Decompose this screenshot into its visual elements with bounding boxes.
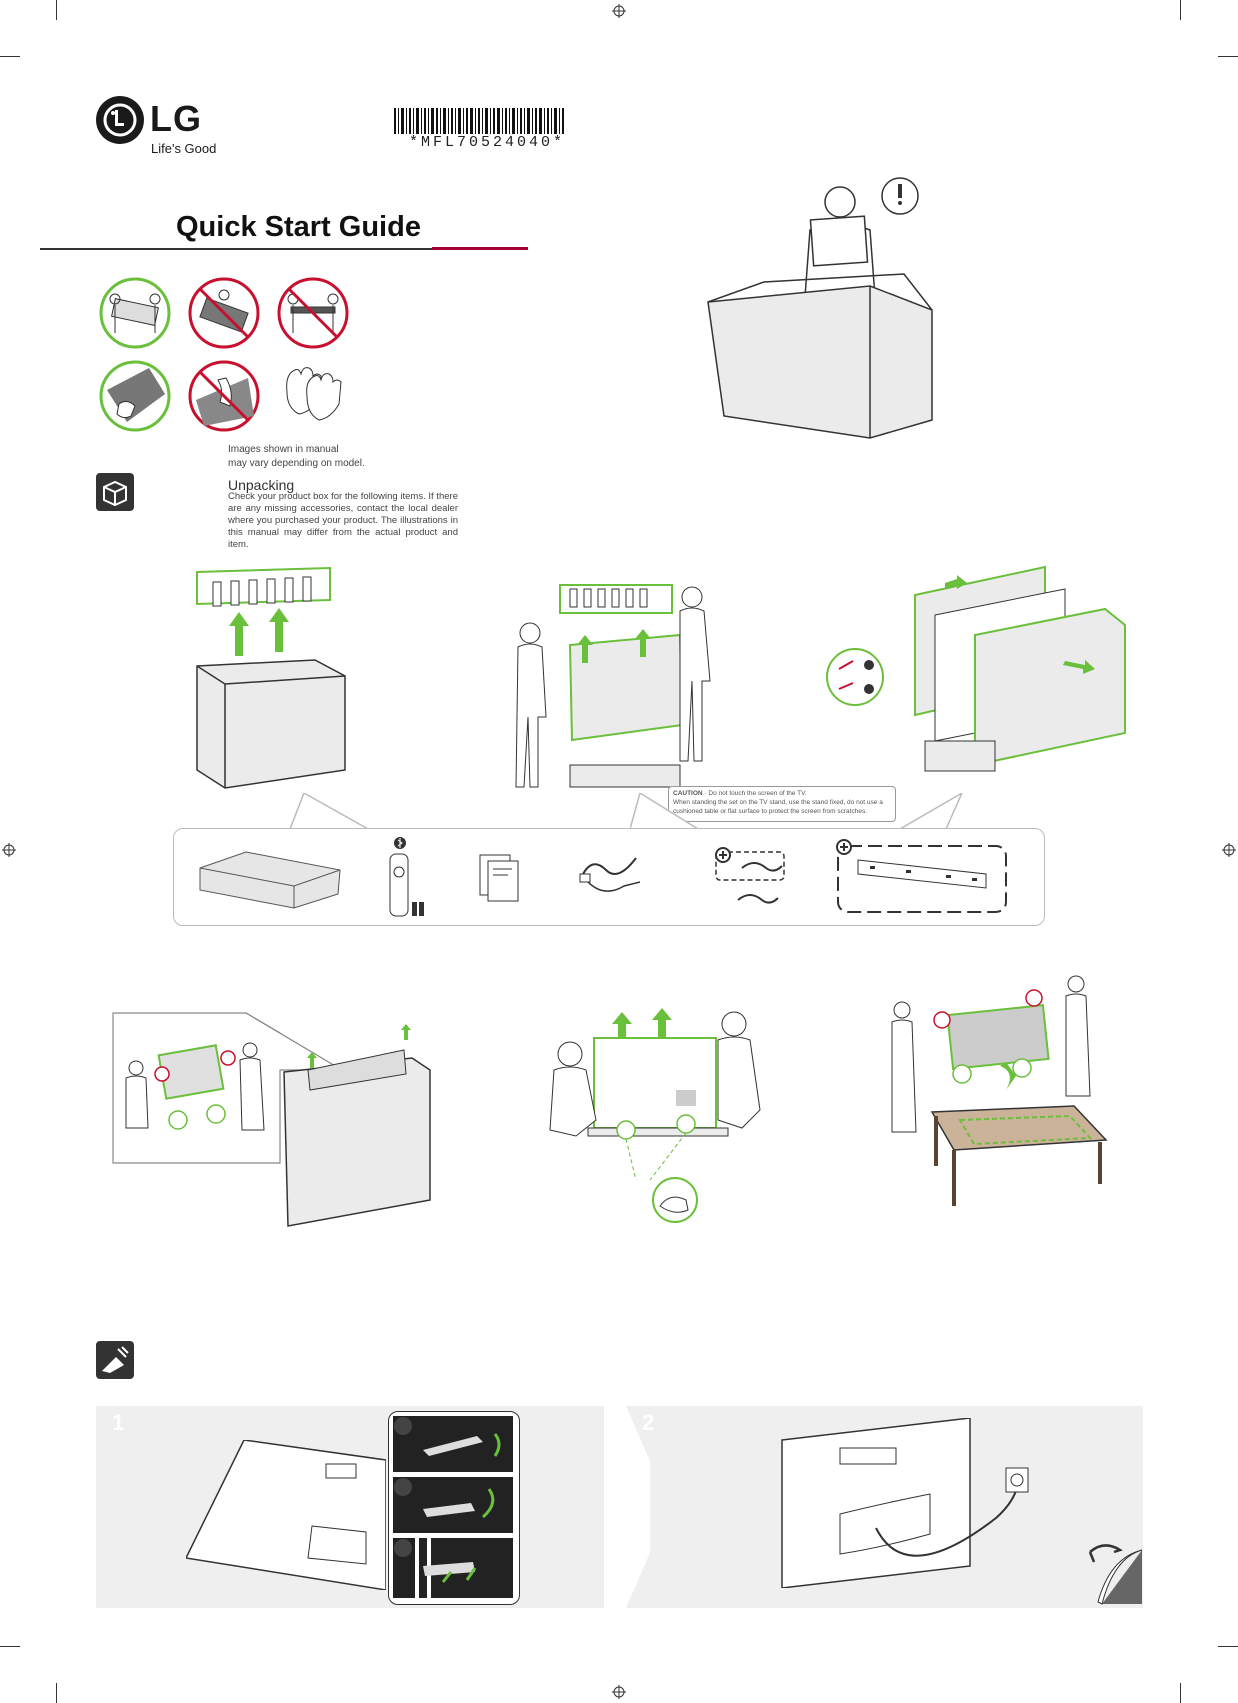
slide-out-tv-illustration [826,565,1126,772]
caution-line-1: Do not touch the screen of the TV. [708,790,807,797]
carry-one-person-prohibited-icon [277,277,349,349]
power-cable-icon [579,857,641,892]
remove-top-cushion-illustration [196,566,346,789]
lg-logo-icon [96,96,144,144]
box-icon [96,473,134,511]
registration-mark [612,4,626,18]
read-instructions-illustration [707,177,933,439]
callout-pointer [630,793,699,830]
callout-pointer [290,793,369,830]
tv-back-panel-illustration [186,1440,386,1590]
stand-base-item [199,851,341,909]
gloves-icon [286,367,342,421]
crop-mark [1218,56,1238,57]
step-number-2: 2 [642,1410,655,1435]
lift-tv-from-box-illustration [112,1012,431,1227]
optional-cables-item [715,847,785,904]
wall-bracket-icon [836,839,1007,913]
step-number-1: 1 [112,1410,125,1435]
crop-mark [1218,1646,1238,1647]
crop-mark [1180,0,1181,20]
unpacking-body: Check your product box for the following… [228,491,458,550]
crop-mark [0,1646,20,1647]
crop-mark [56,0,57,20]
caution-line-2: When standing the set on the TV stand, u… [673,799,883,815]
note-line-1: Images shown in manual [228,444,339,455]
barcode-icon [394,108,564,134]
carry-two-people-ok-icon [99,277,171,349]
note-line-2: may vary depending on model. [228,458,365,469]
touch-screen-prohibited-icon [188,360,260,432]
unpacking-heading: Unpacking [228,477,295,493]
remove-sleeve-illustration [515,584,711,788]
exclamation-icon [898,184,902,198]
title-rule-accent [432,247,528,250]
caution-label: CAUTION [673,790,703,797]
install-icon [96,1341,134,1379]
registration-mark [1222,843,1236,857]
manual-icon [479,854,519,902]
cable-cover-step-b [393,1477,513,1533]
barcode-number: *MFL70524040* [409,134,566,151]
cable-cover-step-c [393,1538,513,1598]
callout-pointer [900,793,963,830]
brand-logo-text: LG [150,98,202,139]
registration-mark [2,843,16,857]
title-rule [40,248,432,250]
hold-edge-ok-icon [99,360,171,432]
caution-note: CAUTION · Do not touch the screen of the… [668,786,896,822]
brand-tagline: Life's Good [151,141,217,156]
place-tv-on-table-illustration [891,975,1108,1206]
crop-mark [56,1683,57,1703]
tv-on-stand-illustration [549,1008,761,1223]
page-turn-icon [1088,1544,1143,1605]
page-title: Quick Start Guide [176,211,421,243]
crop-mark [0,56,20,57]
carry-flat-prohibited-icon [188,277,260,349]
cable-cover-step-a [393,1416,513,1472]
tv-rear-cable-illustration [781,1418,1029,1588]
crop-mark [1180,1683,1181,1703]
registration-mark [612,1685,626,1699]
remote-icon [389,837,424,917]
